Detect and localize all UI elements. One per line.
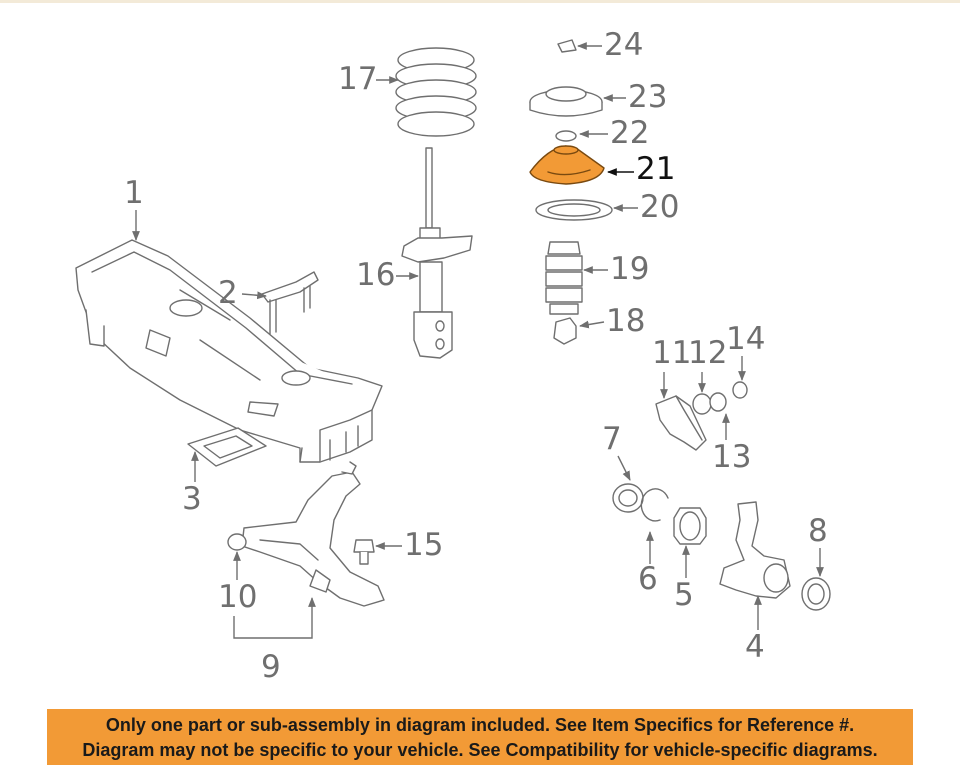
inner-seal-part bbox=[612, 483, 644, 513]
callout-1: 1 bbox=[124, 175, 144, 211]
callout-10: 10 bbox=[218, 579, 258, 615]
callout-6: 6 bbox=[638, 561, 658, 597]
leader-2 bbox=[241, 291, 267, 300]
outer-seal-part bbox=[801, 577, 831, 611]
callout-19: 19 bbox=[610, 251, 650, 287]
nut-cap-part bbox=[557, 39, 577, 53]
callout-24: 24 bbox=[604, 27, 644, 63]
top-rule bbox=[0, 0, 960, 3]
callout-7: 7 bbox=[602, 421, 622, 457]
strut-part bbox=[401, 147, 473, 359]
washer-part bbox=[555, 130, 577, 142]
cap-part bbox=[732, 381, 748, 399]
bracket-part bbox=[261, 271, 319, 335]
leader-18 bbox=[579, 320, 605, 329]
ball-joint-part bbox=[353, 539, 375, 565]
callout-12: 12 bbox=[688, 335, 728, 371]
callout-16: 16 bbox=[356, 257, 396, 293]
spring-seat-part bbox=[535, 199, 613, 221]
callout-2: 2 bbox=[218, 275, 238, 311]
disclaimer-line-2: Diagram may not be specific to your vehi… bbox=[82, 740, 878, 760]
snap-ring-part bbox=[640, 488, 669, 522]
knuckle-part bbox=[719, 501, 791, 599]
callout-3: 3 bbox=[182, 481, 202, 517]
leader-7 bbox=[617, 455, 631, 481]
stabilizer-bushing-part bbox=[655, 395, 707, 451]
crossmember-part bbox=[75, 239, 383, 463]
lower-arm-part bbox=[241, 461, 385, 607]
callout-8: 8 bbox=[808, 513, 828, 549]
bushing-12-part bbox=[692, 392, 727, 415]
callout-17: 17 bbox=[338, 61, 378, 97]
callout-14: 14 bbox=[726, 321, 766, 357]
parts-diagram bbox=[75, 39, 831, 639]
callout-13: 13 bbox=[712, 439, 752, 475]
bump-stop-part bbox=[553, 317, 577, 345]
callout-20: 20 bbox=[640, 189, 680, 225]
leader-9 bbox=[233, 597, 316, 639]
strut-mount-part bbox=[529, 86, 603, 117]
coil-spring-part bbox=[395, 47, 477, 137]
arm-bushing-part bbox=[227, 533, 247, 551]
dust-boot-part bbox=[545, 241, 583, 315]
disclaimer-line-1: Only one part or sub-assembly in diagram… bbox=[105, 715, 855, 735]
callout-11: 11 bbox=[652, 335, 692, 371]
upper-mount-seat-part bbox=[529, 145, 605, 185]
disclaimer-banner: Only one part or sub-assembly in diagram… bbox=[47, 709, 913, 765]
callout-15: 15 bbox=[404, 527, 444, 563]
callout-5: 5 bbox=[674, 577, 694, 613]
callout-23: 23 bbox=[628, 79, 668, 115]
callout-4: 4 bbox=[745, 629, 765, 665]
plate-part bbox=[187, 427, 267, 467]
callout-22: 22 bbox=[610, 115, 650, 151]
bearing-part bbox=[673, 507, 707, 545]
callout-9: 9 bbox=[261, 649, 281, 685]
callout-18: 18 bbox=[606, 303, 646, 339]
callout-21: 21 bbox=[636, 151, 676, 187]
